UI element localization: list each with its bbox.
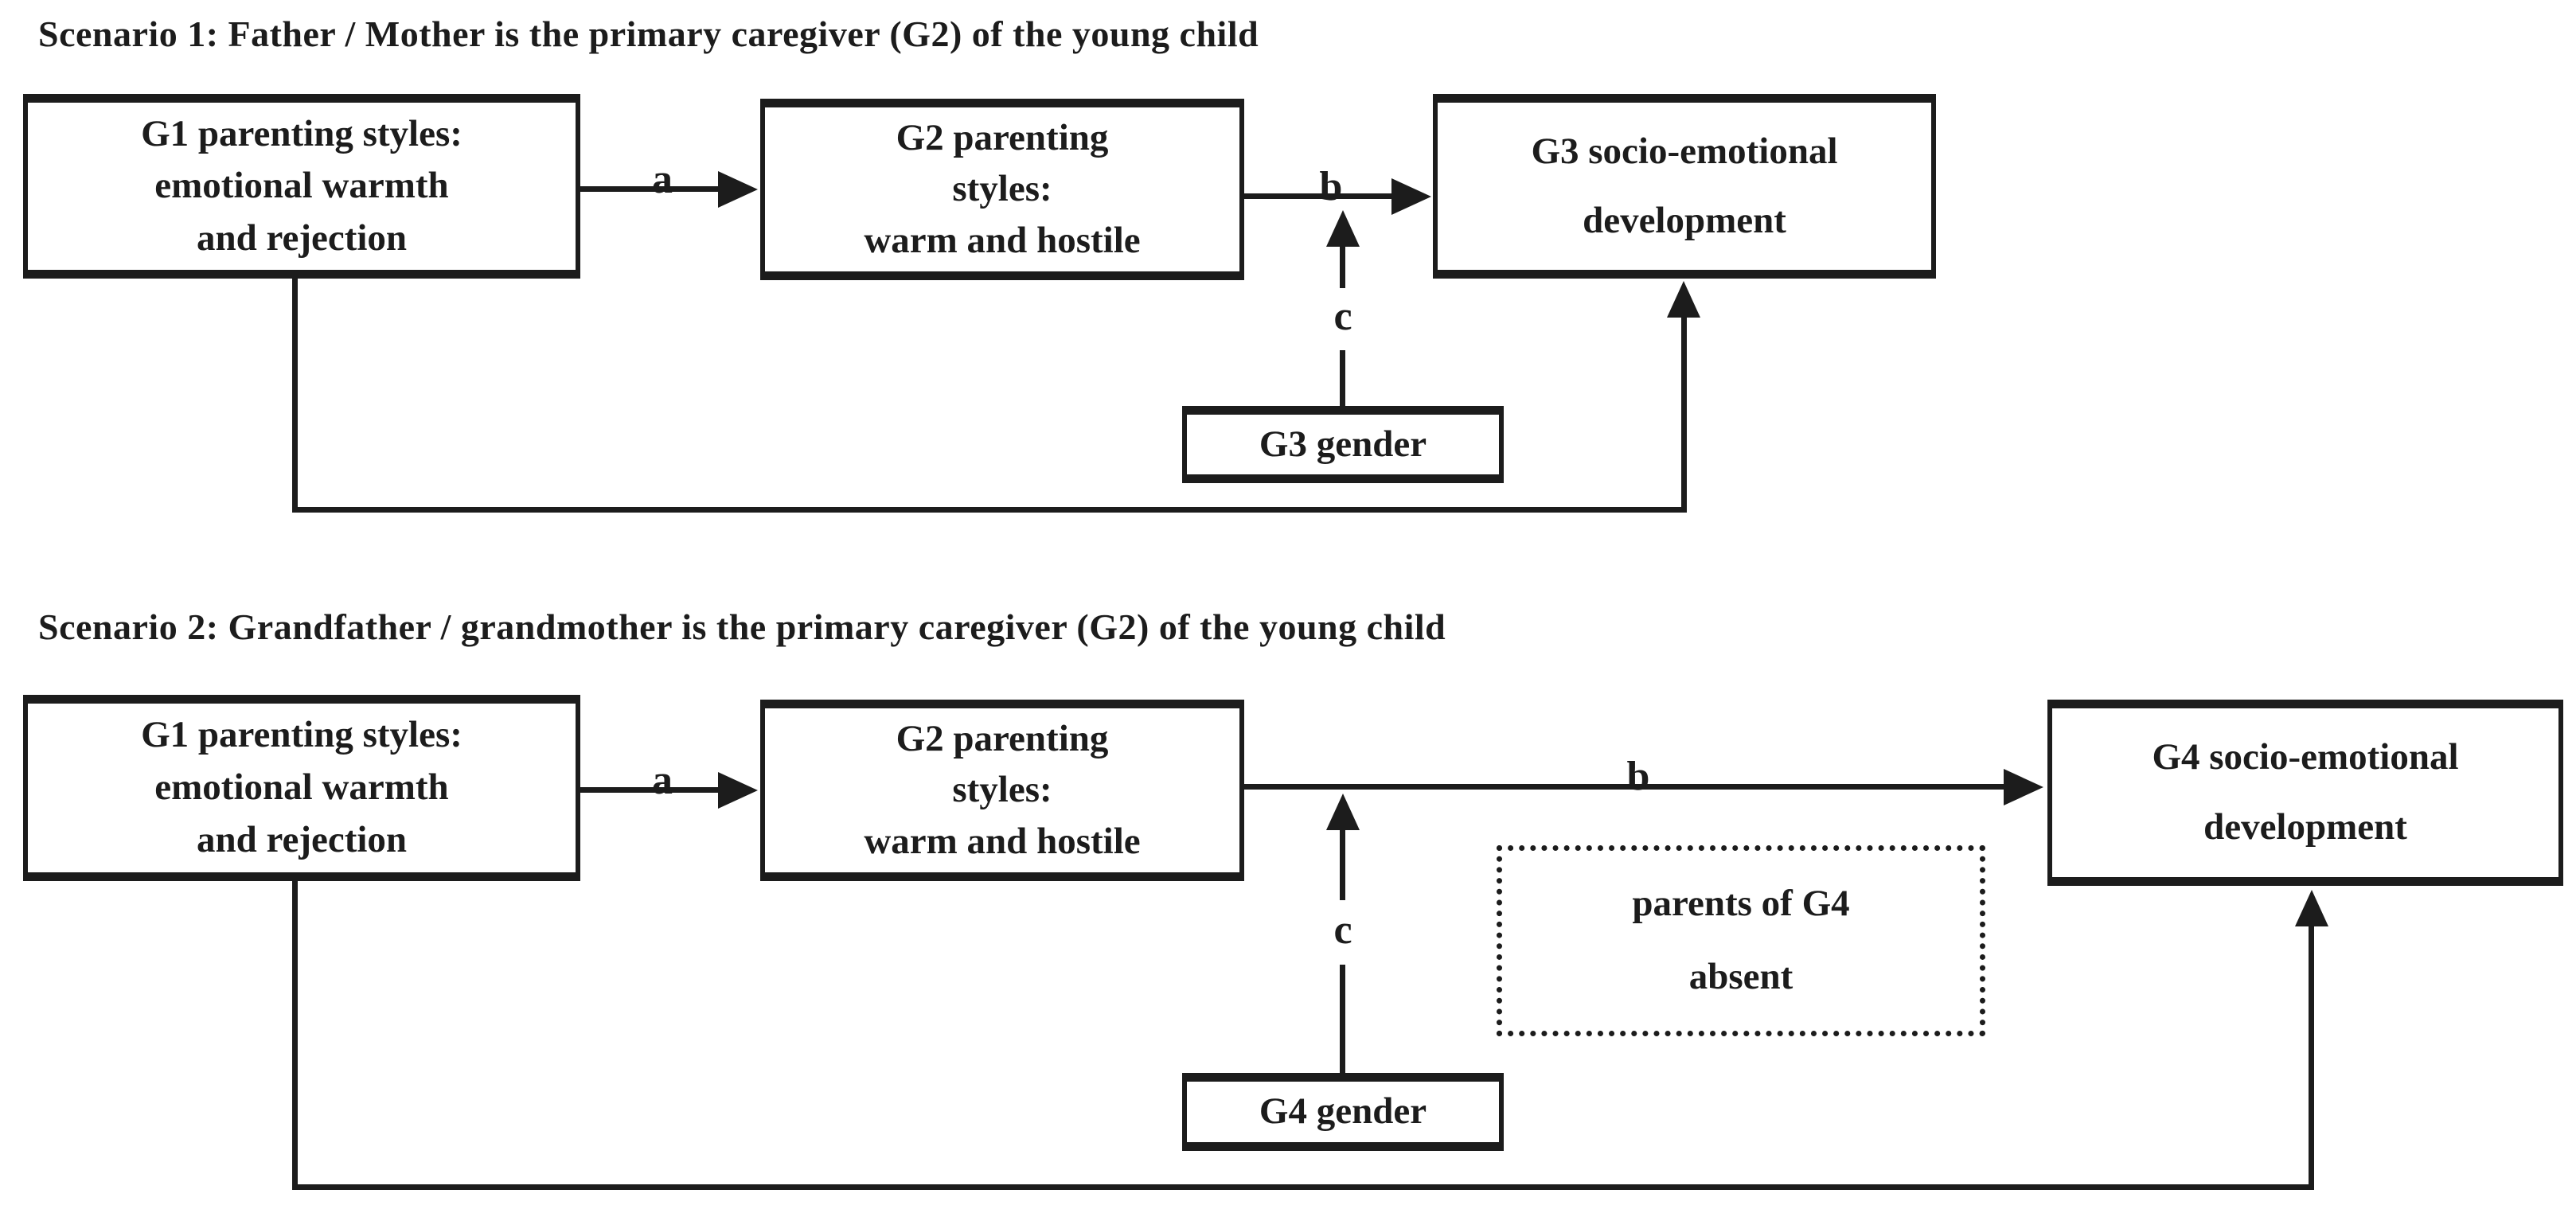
scenario1-path-c-line-upper: [1340, 245, 1345, 288]
box-text-line: G4 socio-emotional: [2152, 736, 2459, 778]
scenario1-direct-path-vertical-right: [1681, 315, 1687, 513]
scenario2-direct-path-vertical-left: [292, 879, 298, 1190]
scenario2-path-c-label: c: [1333, 907, 1352, 953]
scenario1-g3-gender-box: G3 gender: [1182, 406, 1504, 483]
scenario2-title: Scenario 2: Grandfather / grandmother is…: [38, 606, 1446, 647]
scenario1-path-c-label: c: [1333, 294, 1352, 339]
scenario1-path-c-line-lower: [1340, 350, 1345, 408]
scenario2-g1-parenting-box: G1 parenting styles: emotional warmth an…: [23, 695, 580, 881]
scenario2-direct-path-arrowhead-icon: [2295, 890, 2328, 926]
scenario1-path-a-arrowhead-icon: [718, 171, 758, 208]
box-text-line: styles:: [952, 168, 1052, 210]
scenario1-path-c-arrowhead-icon: [1326, 210, 1360, 247]
scenario2-path-a-arrowhead-icon: [718, 772, 758, 809]
box-text-line: G2 parenting: [896, 116, 1109, 158]
box-text-line: warm and hostile: [864, 820, 1141, 862]
box-text-line: G2 parenting: [896, 717, 1109, 759]
scenario1-path-a-label: a: [652, 157, 673, 202]
scenario2-direct-path-vertical-right: [2309, 924, 2314, 1184]
box-text-line: G3 gender: [1259, 423, 1427, 465]
box-text-line: parents of G4: [1632, 882, 1850, 924]
scenario1-path-b-label: b: [1319, 164, 1343, 209]
box-text-line: development: [2203, 806, 2407, 848]
box-text-line: warm and hostile: [864, 219, 1141, 261]
box-text-line: development: [1583, 199, 1786, 241]
scenario1-direct-path-arrowhead-icon: [1667, 281, 1700, 318]
scenario1-path-a-line: [579, 186, 724, 192]
scenario2-path-b-arrowhead-icon: [2004, 769, 2043, 805]
scenario2-path-c-line-lower: [1340, 965, 1345, 1073]
scenario1-title: Scenario 1: Father / Mother is the prima…: [38, 14, 1259, 54]
box-text-line: and rejection: [196, 819, 408, 861]
scenario2-path-a-label: a: [652, 758, 673, 803]
scenario2-path-a-line: [579, 787, 724, 793]
scenario2-g4-development-box: G4 socio-emotional development: [2047, 700, 2563, 886]
box-text-line: absent: [1688, 956, 1793, 998]
box-text-line: G4 gender: [1259, 1090, 1427, 1133]
scenario2-path-b-line: [1244, 784, 2006, 790]
box-text-line: G3 socio-emotional: [1531, 130, 1838, 172]
scenario1-direct-path-horizontal: [292, 507, 1687, 513]
scenario1-g3-development-box: G3 socio-emotional development: [1433, 94, 1936, 279]
box-text-line: G1 parenting styles:: [141, 714, 463, 756]
scenario2-path-c-line-upper: [1340, 829, 1345, 900]
scenario2-direct-path-horizontal: [292, 1184, 2314, 1190]
box-text-line: styles:: [952, 769, 1052, 811]
box-text-line: emotional warmth: [154, 165, 449, 207]
scenario1-direct-path-vertical-left: [292, 277, 298, 513]
box-text-line: and rejection: [196, 216, 408, 259]
scenario2-path-c-arrowhead-icon: [1326, 794, 1360, 830]
scenario1-path-b-arrowhead-icon: [1391, 178, 1431, 215]
box-text-line: G1 parenting styles:: [141, 112, 463, 154]
scenario1-g2-parenting-box: G2 parenting styles: warm and hostile: [760, 99, 1244, 280]
scenario1-g1-parenting-box: G1 parenting styles: emotional warmth an…: [23, 94, 580, 279]
scenario2-path-b-label: b: [1626, 754, 1650, 799]
scenario2-g2-parenting-box: G2 parenting styles: warm and hostile: [760, 700, 1244, 881]
scenario1-path-b-line: [1244, 193, 1395, 199]
scenario2-parents-absent-box: parents of G4 absent: [1497, 845, 1985, 1036]
box-text-line: emotional warmth: [154, 766, 449, 809]
scenario2-g4-gender-box: G4 gender: [1182, 1073, 1504, 1151]
